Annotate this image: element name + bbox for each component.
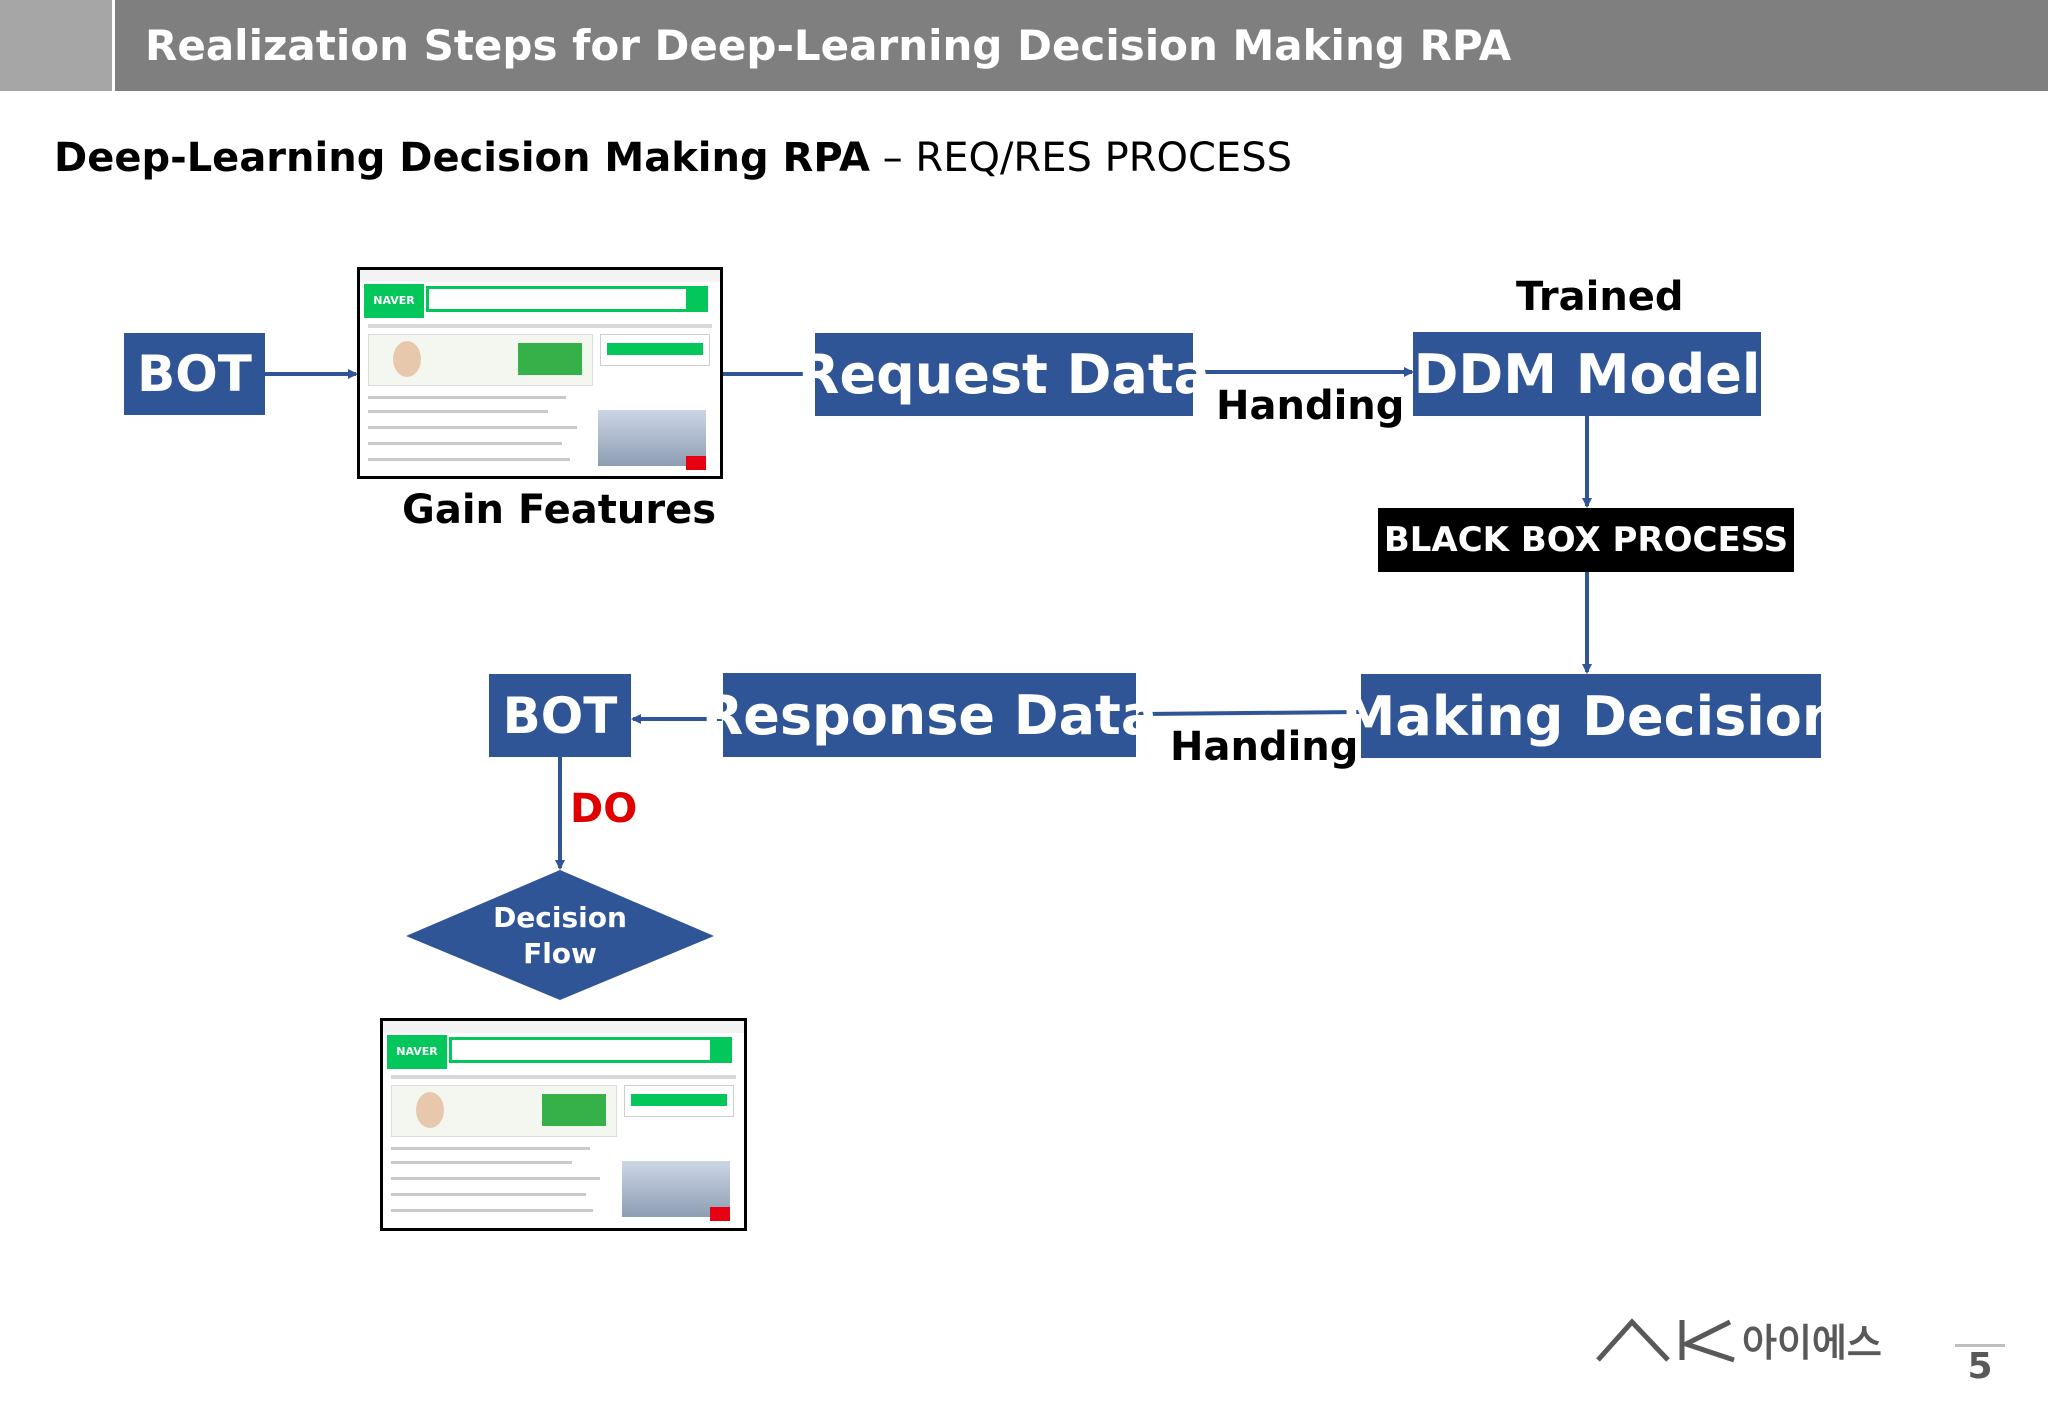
screenshot-text-row — [391, 1177, 601, 1180]
screenshot-text-row — [391, 1209, 594, 1212]
ak-logo-icon: 아이에스 — [1596, 1318, 1882, 1365]
screenshot-text-row — [368, 396, 566, 399]
header-bar: Realization Steps for Deep-Learning Deci… — [115, 0, 2048, 91]
bot-bottom-label: BOT — [502, 686, 618, 745]
header-accent-block — [0, 0, 112, 91]
do-label: DO — [570, 786, 638, 832]
screenshot-text-row — [368, 426, 577, 429]
black-box-process-node: BLACK BOX PROCESS — [1378, 508, 1794, 572]
screenshot-login-button — [630, 1094, 727, 1106]
screenshot-login-box — [623, 1085, 734, 1117]
screenshot-nav-line — [368, 324, 712, 328]
screenshot-text-row — [368, 442, 563, 445]
decision-flow-diamond — [406, 870, 714, 1000]
bot-top-node: BOT — [124, 333, 265, 415]
page-number: 5 — [1967, 1346, 1993, 1387]
screenshot-top-bar — [360, 270, 720, 282]
screenshot-banner-ad — [541, 1094, 606, 1126]
arrow-decision-to-response — [1137, 708, 1361, 719]
screenshot-banner-ad — [518, 343, 583, 375]
decision-flow-line1: Decision — [493, 901, 627, 934]
decision-flow-label: Decision Flow — [460, 900, 660, 972]
black-box-process-label: BLACK BOX PROCESS — [1383, 520, 1789, 560]
screenshot-banner-face — [393, 341, 421, 377]
screenshot-sale-tag — [710, 1207, 730, 1221]
screenshot-logo: NAVER — [364, 284, 424, 318]
screenshot-text-row — [391, 1193, 586, 1196]
screenshot-banner — [391, 1085, 617, 1137]
trained-label: Trained — [1516, 274, 1684, 320]
making-decision-label: Making Decision — [1341, 684, 1841, 748]
ddm-model-node: DDM Model — [1413, 332, 1761, 416]
screenshot-top-bar — [383, 1021, 744, 1033]
screenshot-search-bar — [426, 286, 708, 312]
handing-bottom-label: Handing — [1170, 724, 1359, 770]
screenshot-search-bar — [449, 1037, 732, 1063]
screenshot-search-button — [710, 1037, 732, 1063]
web-page-screenshot-top: NAVER — [357, 267, 723, 479]
bot-top-label: BOT — [137, 345, 252, 403]
page-number-rule — [1955, 1344, 2005, 1347]
screenshot-banner — [368, 334, 594, 386]
response-data-node: Response Data — [702, 673, 1157, 757]
screenshot-logo: NAVER — [387, 1035, 447, 1069]
screenshot-search-button — [686, 286, 708, 312]
screenshot-banner-face — [416, 1092, 444, 1128]
gain-features-label: Gain Features — [402, 487, 717, 533]
subtitle-normal: – REQ/RES PROCESS — [869, 135, 1292, 181]
request-data-node: Request Data — [798, 333, 1210, 416]
screenshot-login-box — [600, 334, 710, 366]
response-data-label: Response Data — [701, 683, 1158, 747]
screenshot-text-row — [391, 1161, 572, 1164]
subtitle-bold: Deep-Learning Decision Making RPA — [54, 135, 870, 181]
slide-subtitle: Deep-Learning Decision Making RPA – REQ/… — [54, 128, 1292, 188]
handing-top-label: Handing — [1216, 383, 1405, 429]
page-title: Realization Steps for Deep-Learning Deci… — [145, 21, 1512, 70]
screenshot-nav-line — [391, 1075, 736, 1079]
request-data-label: Request Data — [797, 343, 1211, 406]
web-page-screenshot-bottom: NAVER — [380, 1018, 747, 1231]
bot-bottom-node: BOT — [489, 674, 631, 757]
company-name: 아이에스 — [1742, 1321, 1882, 1365]
screenshot-text-row — [368, 410, 548, 413]
screenshot-text-row — [391, 1147, 590, 1150]
screenshot-text-row — [368, 458, 570, 461]
company-logo: 아이에스 — [1592, 1310, 1904, 1384]
decision-flow-line2: Flow — [523, 937, 597, 970]
screenshot-login-button — [607, 343, 703, 355]
ddm-model-label: DDM Model — [1413, 342, 1761, 406]
screenshot-sale-tag — [686, 456, 706, 470]
making-decision-node: Making Decision — [1342, 674, 1840, 758]
